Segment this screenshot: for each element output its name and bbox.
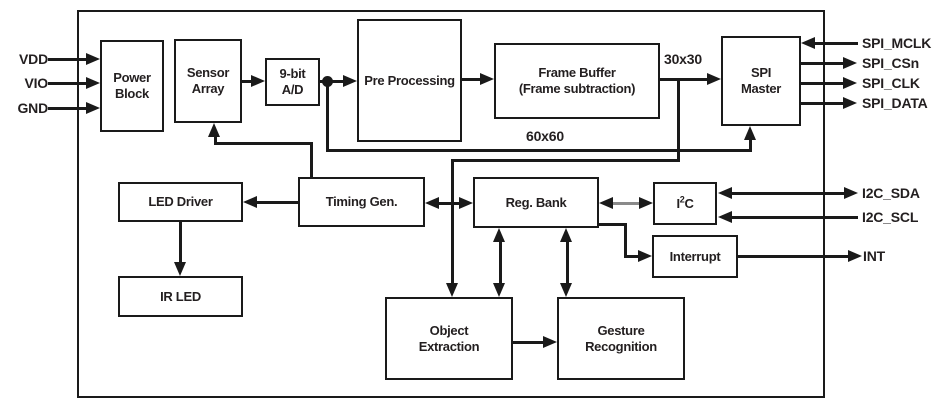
- wire-spi-clk: [801, 82, 845, 85]
- interrupt-node: Interrupt: [652, 235, 738, 278]
- wire-objext-to-gesture: [513, 341, 545, 344]
- wire-regbank-i2c: [611, 202, 641, 205]
- wire-timing-to-sensor: [214, 142, 313, 145]
- object-extraction-node: Object Extraction: [385, 297, 513, 380]
- arrowhead-vio: [86, 77, 100, 89]
- arrowhead-spi-mclk: [801, 37, 815, 49]
- wire-framebuffer-to-spi: [660, 78, 709, 81]
- wire-regbank-interrupt-v: [624, 223, 627, 258]
- gesture-recognition-node: Gesture Recognition: [557, 297, 685, 380]
- spi-master-node: SPI Master: [721, 36, 801, 126]
- arrowhead-int: [848, 250, 862, 262]
- arrowhead-adc-to-preprocessing: [343, 75, 357, 87]
- arrowhead-spi-data: [843, 97, 857, 109]
- arrowhead-60x60-to-spi: [744, 126, 756, 140]
- arrowhead-sensor-to-adc: [251, 75, 265, 87]
- arrowhead-gnd: [86, 102, 100, 114]
- arrowhead-spi-csn: [843, 57, 857, 69]
- timing-gen-node: Timing Gen.: [298, 177, 425, 227]
- reg-bank-node: Reg. Bank: [473, 177, 599, 228]
- pin-label-spi-mclk: SPI_MCLK: [862, 35, 932, 51]
- pin-label-spi-data: SPI_DATA: [862, 95, 928, 111]
- i2c-label: I2C: [676, 194, 694, 211]
- wire-interrupt-to-int: [738, 255, 850, 258]
- arrowhead-i2c-to-sda: [844, 187, 858, 199]
- wire-i2c-scl: [730, 216, 858, 219]
- chip-boundary: [77, 10, 825, 398]
- wire-60x60-bus: [326, 149, 752, 152]
- arrowhead-spi-clk: [843, 77, 857, 89]
- pin-label-vdd: VDD: [19, 51, 48, 67]
- led-driver-node: LED Driver: [118, 182, 243, 222]
- arrowhead-i2c-to-regbank: [599, 197, 613, 209]
- wire-timing-to-leddriver: [255, 201, 298, 204]
- wire-timing-riser: [310, 142, 313, 179]
- wire-regbank-gesture: [566, 240, 569, 285]
- wire-timing-sensor-stub: [214, 135, 217, 144]
- arrowhead-regbank-to-interrupt: [638, 250, 652, 262]
- wire-vdd: [48, 58, 88, 61]
- arrowhead-regbank-to-i2c: [639, 197, 653, 209]
- wire-spi-data: [801, 102, 845, 105]
- arrowhead-leddriver-to-irled: [174, 262, 186, 276]
- arrowhead-timing-to-sensor: [208, 123, 220, 137]
- arrowhead-vdd: [86, 53, 100, 65]
- arrowhead-timing-to-leddriver: [243, 196, 257, 208]
- arrowhead-30x30-to-objext: [446, 283, 458, 297]
- wire-timing-regbank: [437, 202, 461, 205]
- pin-label-spi-clk: SPI_CLK: [862, 75, 920, 91]
- frame-buffer-node: Frame Buffer (Frame subtraction): [494, 43, 660, 119]
- wire-regbank-interrupt-h1: [599, 223, 627, 226]
- wire-i2c-sda: [730, 192, 846, 195]
- wire-30x30-to-objext: [451, 159, 454, 285]
- junction-dot: [322, 76, 333, 87]
- pin-label-gnd: GND: [17, 100, 48, 116]
- arrowhead-preprocessing-to-framebuffer: [480, 73, 494, 85]
- wire-30x30-drop: [677, 79, 680, 161]
- pre-processing-node: Pre Processing: [357, 19, 462, 142]
- arrowhead-gesture-to-regbank: [560, 228, 572, 242]
- arrowhead-scl-to-i2c: [718, 211, 732, 223]
- wire-spi-mclk: [813, 42, 858, 45]
- wire-regbank-interrupt-h2: [624, 255, 640, 258]
- bus-label-60x60: 60x60: [526, 128, 564, 144]
- power-block-node: Power Block: [100, 40, 164, 132]
- sensor-array-node: Sensor Array: [174, 39, 242, 123]
- pin-label-spi-csn: SPI_CSn: [862, 55, 919, 71]
- wire-60x60-drop: [326, 81, 329, 151]
- arrowhead-regbank-to-timing: [425, 197, 439, 209]
- wire-vio: [48, 82, 88, 85]
- arrowhead-objext-to-regbank: [493, 228, 505, 242]
- wire-spi-csn: [801, 62, 845, 65]
- i2c-node: I2C: [653, 182, 717, 225]
- wire-60x60-riser: [749, 138, 752, 151]
- ir-led-node: IR LED: [118, 276, 243, 317]
- wire-30x30-return: [451, 159, 680, 162]
- arrowhead-sda-to-i2c: [718, 187, 732, 199]
- bus-label-30x30: 30x30: [664, 51, 702, 67]
- wire-preprocessing-to-framebuffer: [462, 78, 482, 81]
- wire-sensor-to-adc: [242, 80, 253, 83]
- pin-label-vio: VIO: [24, 75, 48, 91]
- pin-label-i2c-scl: I2C_SCL: [862, 209, 919, 225]
- arrowhead-framebuffer-to-spi: [707, 73, 721, 85]
- arrowhead-timing-to-regbank: [459, 197, 473, 209]
- adc-node: 9-bit A/D: [265, 58, 320, 106]
- wire-regbank-objext: [499, 240, 502, 285]
- arrowhead-regbank-to-objext: [493, 283, 505, 297]
- arrowhead-regbank-to-gesture: [560, 283, 572, 297]
- wire-gnd: [48, 107, 88, 110]
- wire-leddriver-to-irled: [179, 222, 182, 264]
- pin-label-int: INT: [863, 248, 885, 264]
- arrowhead-objext-to-gesture: [543, 336, 557, 348]
- pin-label-i2c-sda: I2C_SDA: [862, 185, 920, 201]
